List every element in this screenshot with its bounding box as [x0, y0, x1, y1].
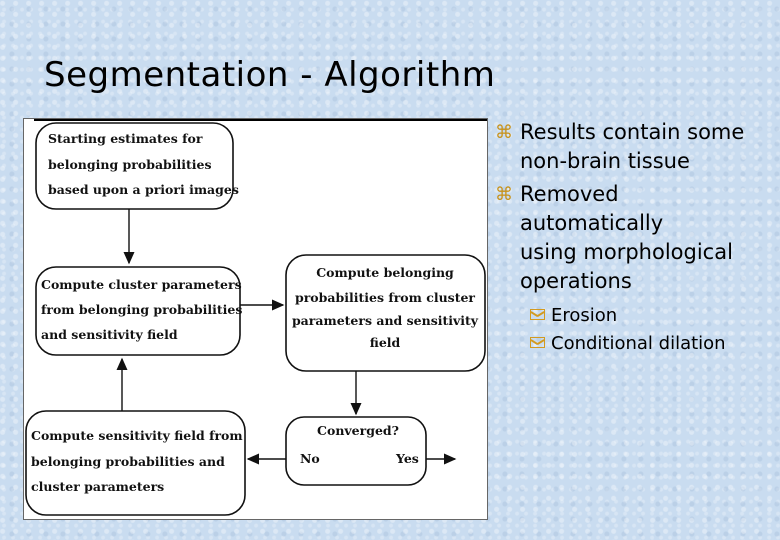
bullet-text: non-brain tissue — [520, 149, 690, 173]
converged-question: Converged? — [317, 423, 399, 438]
bullet-item-removed: ⌘ Removed automatically using morphologi… — [495, 180, 775, 358]
converged-box: Converged? No Yes — [285, 416, 427, 486]
sub-bullet-list: Erosion Conditional dilation — [530, 302, 775, 358]
sub-bullet-text: Conditional dilation — [551, 333, 726, 354]
command-key-icon: ⌘ — [495, 184, 513, 205]
envelope-icon — [530, 337, 545, 348]
sub-bullet-text: Erosion — [551, 305, 618, 326]
slide-title: Segmentation - Algorithm — [44, 55, 496, 95]
converged-no: No — [300, 451, 320, 466]
start-box: Starting estimates for belonging probabi… — [35, 122, 239, 210]
bullet-list: ⌘ Results contain some non-brain tissue … — [495, 118, 775, 362]
bullet-text: operations — [520, 269, 632, 293]
belonging-line-4: field — [370, 335, 401, 350]
envelope-icon — [530, 309, 545, 320]
cluster-box: Compute cluster parameters from belongin… — [35, 266, 242, 356]
bullet-text: Removed — [520, 182, 619, 206]
cluster-line-1: Compute cluster parameters — [41, 277, 242, 292]
command-key-icon: ⌘ — [495, 122, 513, 143]
sub-bullet-conditional-dilation: Conditional dilation — [530, 330, 775, 358]
sensitivity-line-3: cluster parameters — [31, 479, 164, 494]
bullet-text: automatically — [520, 211, 664, 235]
belonging-line-1: Compute belonging — [316, 265, 454, 280]
bullet-text: Results contain some — [520, 120, 745, 144]
start-line-1: Starting estimates for — [48, 131, 203, 146]
bullet-item-results: ⌘ Results contain some non-brain tissue — [495, 118, 775, 176]
cluster-line-3: and sensitivity field — [41, 327, 178, 342]
start-line-2: belonging probabilities — [48, 157, 212, 172]
belonging-line-2: probabilities from cluster — [295, 290, 475, 305]
sub-bullet-erosion: Erosion — [530, 302, 775, 330]
belonging-box: Compute belonging probabilities from clu… — [285, 254, 486, 372]
sensitivity-line-1: Compute sensitivity field from — [31, 428, 243, 443]
belonging-line-3: parameters and sensitivity — [292, 313, 479, 328]
flowchart-svg: Starting estimates for belonging probabi… — [25, 122, 486, 516]
start-line-3: based upon a priori images — [48, 182, 239, 197]
sensitivity-box: Compute sensitivity field from belonging… — [25, 410, 246, 516]
flowchart-figure: Starting estimates for belonging probabi… — [23, 118, 488, 520]
converged-yes: Yes — [395, 451, 419, 466]
cluster-line-2: from belonging probabilities — [41, 302, 242, 317]
bullet-text: using morphological — [520, 240, 733, 264]
sensitivity-line-2: belonging probabilities and — [31, 454, 225, 469]
